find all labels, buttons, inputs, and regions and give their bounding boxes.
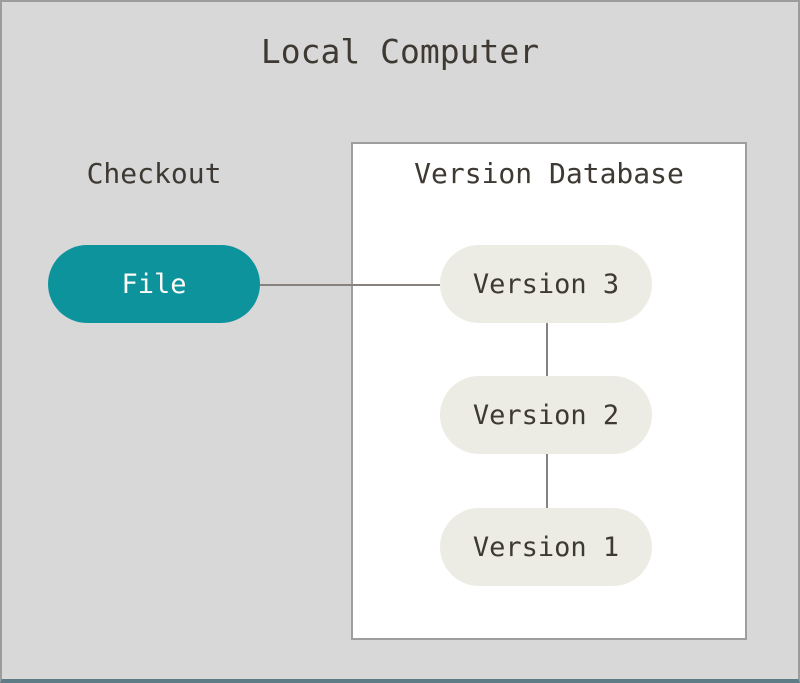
- version-database-title: Version Database: [414, 157, 684, 190]
- checkout-label: Checkout: [86, 157, 222, 190]
- connector-file-to-version3: [260, 284, 440, 286]
- version-node-1-label: Version 1: [472, 531, 620, 563]
- version-node-3: Version 3: [440, 245, 652, 323]
- diagram-title: Local Computer: [260, 32, 540, 71]
- version-node-1: Version 1: [440, 508, 652, 586]
- version-node-2: Version 2: [440, 376, 652, 454]
- version-node-2-label: Version 2: [472, 399, 620, 431]
- file-node-label: File: [121, 268, 187, 300]
- file-node: File: [48, 245, 260, 323]
- connector-version3-to-version2: [546, 323, 548, 376]
- version-node-3-label: Version 3: [472, 268, 620, 300]
- connector-version2-to-version1: [546, 454, 548, 508]
